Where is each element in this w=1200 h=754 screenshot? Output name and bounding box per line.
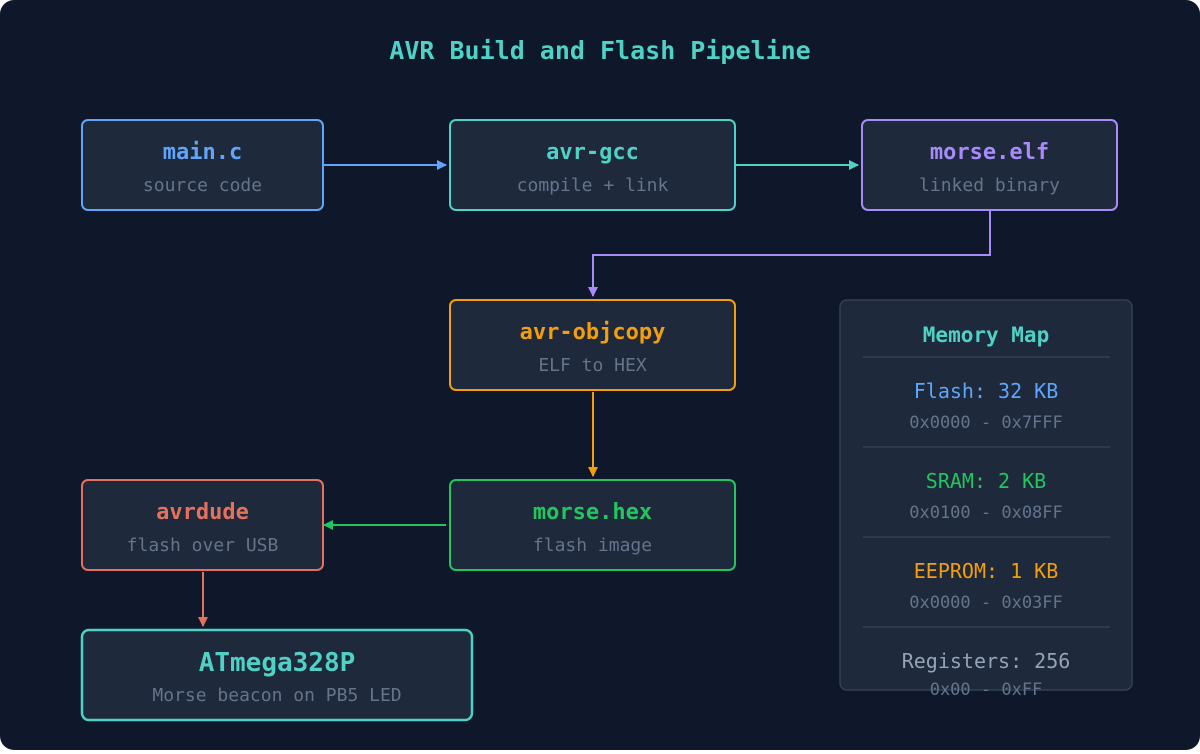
node-atmega328p-name: ATmega328P (199, 648, 356, 678)
memory-flash-range: 0x0000 - 0x7FFF (909, 413, 1063, 433)
node-avrdude: avrdude flash over USB (81, 479, 324, 571)
node-avr-objcopy-desc: ELF to HEX (538, 355, 647, 376)
edge-elf-to-objcopy (588, 211, 991, 297)
memory-eeprom-label: EEPROM: 1 KB (914, 559, 1059, 583)
node-avr-gcc-desc: compile + link (517, 175, 669, 196)
node-morse-elf-box (861, 119, 1118, 211)
node-atmega328p: ATmega328P Morse beacon on PB5 LED (80, 628, 474, 722)
memory-eeprom-range: 0x0000 - 0x03FF (909, 593, 1063, 613)
node-avr-objcopy-box (449, 299, 736, 391)
node-avr-objcopy: avr-objcopy ELF to HEX (449, 299, 736, 391)
node-main-c-box (81, 119, 324, 211)
node-morse-elf-desc: linked binary (919, 175, 1060, 196)
node-main-c-name: main.c (163, 140, 242, 165)
node-morse-hex: morse.hex flash image (449, 479, 736, 571)
node-avr-gcc-name: avr-gcc (546, 140, 639, 165)
node-main-c: main.c source code (81, 119, 324, 211)
memory-sram-range: 0x0100 - 0x08FF (909, 503, 1063, 523)
memory-map-panel: Memory Map Flash: 32 KB 0x0000 - 0x7FFF … (839, 299, 1133, 700)
node-avrdude-box (81, 479, 324, 571)
node-avr-gcc-box (449, 119, 736, 211)
node-morse-hex-desc: flash image (533, 535, 652, 556)
node-atmega328p-desc: Morse beacon on PB5 LED (152, 685, 401, 706)
node-morse-hex-box (449, 479, 736, 571)
memory-map-box (839, 299, 1133, 691)
node-avr-objcopy-name: avr-objcopy (520, 320, 666, 345)
node-morse-elf: morse.elf linked binary (861, 119, 1118, 211)
memory-map-title: Memory Map (923, 323, 1049, 347)
node-morse-hex-name: morse.hex (533, 500, 652, 525)
memory-registers-label: Registers: 256 (902, 649, 1071, 673)
memory-flash-label: Flash: 32 KB (914, 379, 1059, 403)
diagram-title: AVR Build and Flash Pipeline (389, 36, 810, 65)
node-atmega328p-box (80, 628, 474, 722)
node-avrdude-desc: flash over USB (127, 535, 279, 556)
node-avr-gcc: avr-gcc compile + link (449, 119, 736, 211)
memory-sram-label: SRAM: 2 KB (926, 469, 1046, 493)
memory-registers-range: 0x00 - 0xFF (930, 680, 1043, 700)
node-morse-elf-name: morse.elf (930, 140, 1049, 165)
node-main-c-desc: source code (143, 175, 262, 196)
node-avrdude-name: avrdude (156, 500, 249, 525)
